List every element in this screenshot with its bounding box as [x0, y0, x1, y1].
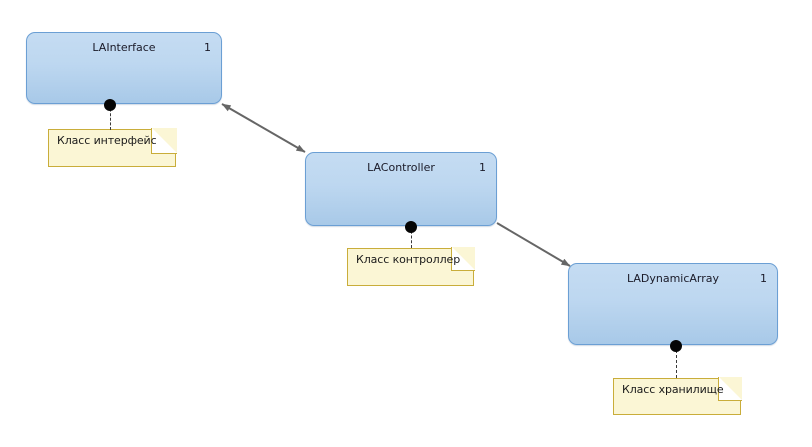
note-text: Класс хранилище: [622, 383, 724, 396]
class-box-ladynamicarray[interactable]: LADynamicArray 1: [568, 263, 778, 345]
class-count-label: 1: [479, 161, 486, 174]
note-anchor-lacontroller: [405, 221, 417, 233]
note-text: Класс интерфейс: [57, 134, 157, 147]
class-count-label: 1: [204, 41, 211, 54]
note-stem-lainterface: [110, 104, 111, 130]
class-count-label: 1: [760, 272, 767, 285]
note-fold-corner: [718, 377, 742, 401]
class-name-label: LAController: [367, 161, 435, 174]
class-name-label: LAInterface: [92, 41, 156, 54]
note-lainterface[interactable]: Класс интерфейс: [48, 128, 177, 167]
class-header: LADynamicArray 1: [569, 269, 777, 289]
class-box-lainterface[interactable]: LAInterface 1: [26, 32, 222, 104]
note-anchor-lainterface: [104, 99, 116, 111]
class-box-lacontroller[interactable]: LAController 1: [305, 152, 497, 226]
connector-controller-dynamicarray[interactable]: [496, 222, 571, 267]
note-text: Класс контроллер: [356, 253, 461, 266]
class-name-label: LADynamicArray: [626, 272, 720, 285]
note-anchor-ladynamicarray: [670, 340, 682, 352]
note-ladynamicarray[interactable]: Класс хранилище: [613, 377, 742, 415]
connector-interface-controller[interactable]: [221, 103, 306, 153]
note-fold-corner: [451, 247, 475, 271]
note-stem-ladynamicarray: [676, 345, 677, 378]
note-fold-corner: [151, 128, 177, 154]
note-lacontroller[interactable]: Класс контроллер: [347, 247, 475, 286]
class-header: LAInterface 1: [27, 38, 221, 58]
note-stem-lacontroller: [411, 226, 412, 248]
class-header: LAController 1: [306, 158, 496, 178]
